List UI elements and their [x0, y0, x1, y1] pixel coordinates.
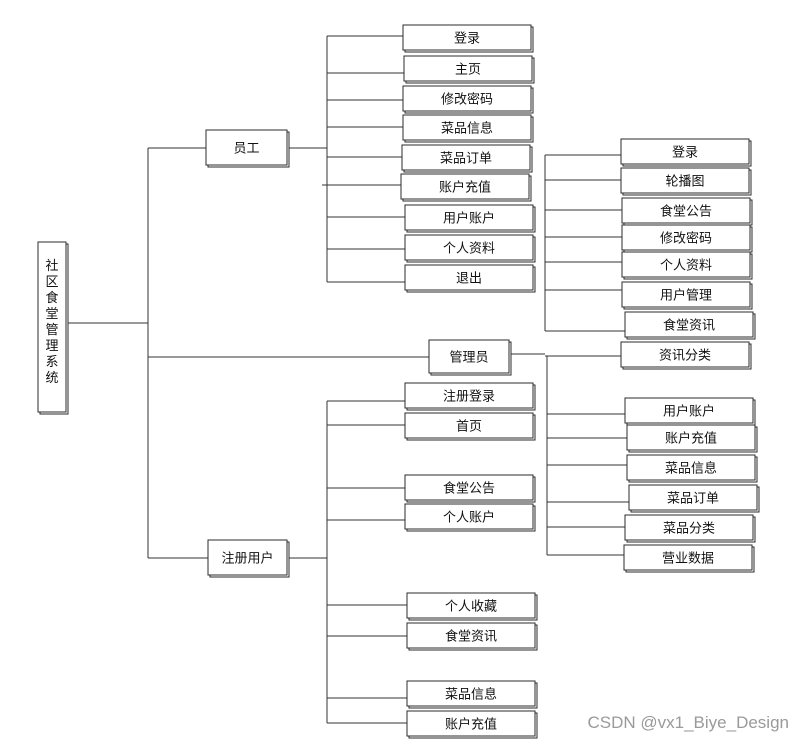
registered-user-item-5-label: 个人收藏	[445, 600, 497, 615]
registered-user-item-1: 注册登录	[404, 382, 536, 411]
admin-item-9-label: 用户账户	[663, 404, 715, 420]
root-node: 社区食堂管理系统	[37, 241, 69, 415]
admin-item-10-label: 账户充值	[665, 431, 717, 447]
employee-item-2: 主页	[403, 55, 535, 84]
registered-user-item-3: 食堂公告	[404, 474, 536, 503]
admin-item-11-label: 菜品信息	[665, 461, 717, 477]
admin-item-14-label: 营业数据	[662, 552, 714, 567]
employee-item-8: 个人资料	[404, 234, 536, 263]
admin-item-10: 账户充值	[626, 424, 758, 453]
employee-item-1: 登录	[402, 24, 534, 53]
employee-item-7: 用户账户	[404, 204, 536, 233]
branch-admin-label: 管理员	[449, 351, 488, 366]
admin-item-13-label: 菜品分类	[663, 522, 715, 537]
admin-item-11: 菜品信息	[626, 454, 758, 483]
employee-item-8-label: 个人资料	[443, 242, 495, 257]
employee-item-6-label: 账户充值	[439, 180, 491, 196]
employee-item-2-label: 主页	[455, 63, 481, 78]
admin-item-3-label: 食堂公告	[660, 204, 712, 220]
employee-item-4-label: 菜品信息	[441, 121, 493, 137]
registered-user-item-3-label: 食堂公告	[443, 481, 495, 497]
connectors	[66, 35, 629, 724]
employee-item-3-label: 修改密码	[441, 92, 493, 108]
registered-user-item-2: 首页	[404, 412, 536, 441]
employee-item-9-label: 退出	[456, 272, 482, 287]
admin-item-13: 菜品分类	[624, 514, 756, 543]
admin-item-12-label: 菜品订单	[667, 492, 719, 507]
admin-item-8-label: 资讯分类	[659, 349, 711, 364]
employee-item-9: 退出	[404, 264, 536, 293]
employee-item-5-label: 菜品订单	[440, 152, 492, 167]
employee-item-6: 账户充值	[400, 173, 532, 202]
admin-item-12: 菜品订单	[628, 484, 760, 513]
admin-item-6-label: 用户管理	[660, 288, 712, 304]
registered-user-item-6-label: 食堂资讯	[445, 629, 497, 645]
admin-item-1: 登录	[620, 138, 752, 167]
admin-item-8: 资讯分类	[620, 341, 752, 370]
leaf-nodes: 登录主页修改密码菜品信息菜品订单账户充值用户账户个人资料退出登录轮播图食堂公告修…	[400, 24, 760, 739]
employee-item-5: 菜品订单	[401, 144, 533, 173]
registered-user-item-7: 菜品信息	[406, 680, 538, 709]
branch-registered-user-label: 注册用户	[221, 551, 273, 567]
employee-item-1-label: 登录	[454, 32, 480, 47]
admin-item-5: 个人资料	[621, 251, 753, 280]
branch-admin: 管理员	[428, 339, 512, 376]
registered-user-item-5: 个人收藏	[406, 592, 538, 621]
admin-item-3: 食堂公告	[621, 197, 753, 226]
admin-item-4-label: 修改密码	[660, 231, 712, 247]
admin-item-1-label: 登录	[672, 146, 698, 161]
registered-user-item-7-label: 菜品信息	[445, 687, 497, 703]
admin-item-7: 食堂资讯	[624, 311, 756, 340]
branch-employee: 员工	[205, 129, 290, 168]
registered-user-item-4: 个人账户	[404, 503, 536, 532]
admin-item-4: 修改密码	[621, 224, 753, 253]
registered-user-item-8: 账户充值	[406, 710, 538, 739]
registered-user-item-1-label: 注册登录	[443, 390, 495, 405]
branch-employee-label: 员工	[233, 142, 259, 157]
employee-item-3: 修改密码	[402, 85, 534, 114]
branch-registered-user: 注册用户	[207, 539, 290, 578]
admin-item-14: 营业数据	[623, 544, 755, 573]
employee-item-7-label: 用户账户	[443, 211, 495, 227]
watermark: CSDN @vx1_Biye_Design	[587, 713, 789, 732]
admin-item-5-label: 个人资料	[660, 259, 712, 274]
registered-user-item-2-label: 首页	[456, 420, 482, 435]
registered-user-item-4-label: 个人账户	[443, 510, 495, 526]
admin-item-7-label: 食堂资讯	[663, 318, 715, 334]
registered-user-item-8-label: 账户充值	[445, 717, 497, 733]
admin-item-6: 用户管理	[621, 281, 753, 310]
root-label: 社区食堂管理系统	[45, 258, 58, 386]
admin-item-9: 用户账户	[624, 397, 756, 426]
admin-item-2-label: 轮播图	[665, 175, 704, 190]
admin-item-2: 轮播图	[620, 167, 752, 196]
registered-user-item-6: 食堂资讯	[406, 622, 538, 651]
employee-item-4: 菜品信息	[402, 114, 534, 143]
